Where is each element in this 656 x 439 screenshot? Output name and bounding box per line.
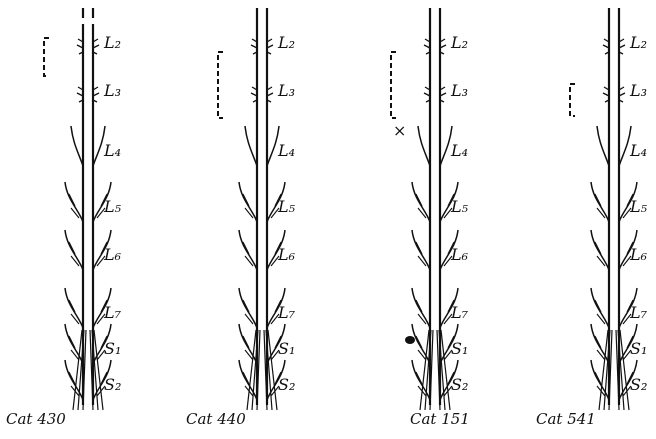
level-label: S₂ bbox=[104, 375, 121, 394]
level-label: S₁ bbox=[104, 339, 121, 358]
level-label: L₂ bbox=[277, 33, 295, 52]
root-fan bbox=[65, 182, 83, 222]
root-fan bbox=[591, 230, 609, 270]
level-label: L₇ bbox=[450, 303, 469, 322]
panel-caption: Cat 151 bbox=[410, 410, 470, 428]
level-label: L₄ bbox=[103, 141, 121, 160]
level-label: L₇ bbox=[103, 303, 122, 322]
level-label: L₅ bbox=[277, 197, 296, 216]
level-label: L₅ bbox=[103, 197, 122, 216]
panel-3: L₂ L₃ L₄ L₅ L₆ L₇ S₁ S₂ × Cat 151 bbox=[391, 8, 470, 428]
level-label: L₃ bbox=[450, 81, 468, 100]
root-fan bbox=[412, 230, 430, 270]
level-label: L₃ bbox=[629, 81, 647, 100]
root-fan bbox=[65, 288, 83, 328]
root-fan bbox=[418, 126, 430, 166]
level-label: S₁ bbox=[630, 339, 647, 358]
panel-4: L₂ L₃ L₄ L₅ L₆ L₇ S₁ S₂ Cat 541 bbox=[536, 8, 648, 428]
level-label: L₆ bbox=[277, 245, 296, 264]
root-fan bbox=[65, 230, 83, 270]
level-label: S₂ bbox=[630, 375, 647, 394]
panel-2: L₂ L₃ L₄ L₅ L₆ L₇ S₁ S₂ Cat 440 bbox=[186, 8, 296, 428]
root-fan bbox=[239, 288, 257, 328]
lesion-bracket bbox=[570, 84, 575, 116]
level-label: L₃ bbox=[277, 81, 295, 100]
level-label: S₁ bbox=[451, 339, 468, 358]
level-label: S₁ bbox=[278, 339, 295, 358]
lesion-bracket bbox=[44, 38, 49, 76]
panel-caption: Cat 440 bbox=[186, 410, 246, 428]
panel-caption: Cat 430 bbox=[6, 410, 66, 428]
level-label: L₆ bbox=[103, 245, 122, 264]
level-label: S₂ bbox=[278, 375, 295, 394]
level-label: S₂ bbox=[451, 375, 468, 394]
level-label: L₂ bbox=[629, 33, 647, 52]
level-label: L₆ bbox=[629, 245, 648, 264]
level-label: L₂ bbox=[450, 33, 468, 52]
level-label: L₂ bbox=[103, 33, 121, 52]
root-fan bbox=[597, 126, 609, 166]
dot-mark bbox=[405, 336, 415, 344]
root-fan bbox=[71, 126, 83, 166]
root-fan bbox=[591, 288, 609, 328]
level-label: L₄ bbox=[277, 141, 295, 160]
root-fan bbox=[239, 182, 257, 222]
root-fan bbox=[239, 230, 257, 270]
level-label: L₄ bbox=[450, 141, 468, 160]
lesion-bracket bbox=[218, 52, 223, 118]
lesion-bracket bbox=[391, 52, 396, 118]
level-label: L₆ bbox=[450, 245, 469, 264]
level-label: L₇ bbox=[629, 303, 648, 322]
panel-1: L₂ L₃ L₄ L₅ L₆ L₇ S₁ S₂ Cat 430 bbox=[6, 8, 122, 428]
x-mark: × bbox=[393, 121, 406, 140]
root-fan bbox=[245, 126, 257, 166]
level-label: L₅ bbox=[450, 197, 469, 216]
root-fan bbox=[412, 288, 430, 328]
root-fan bbox=[412, 182, 430, 222]
level-label: L₄ bbox=[629, 141, 647, 160]
root-fan bbox=[591, 182, 609, 222]
level-label: L₇ bbox=[277, 303, 296, 322]
level-label: L₃ bbox=[103, 81, 121, 100]
level-label: L₅ bbox=[629, 197, 648, 216]
panel-caption: Cat 541 bbox=[536, 410, 596, 428]
